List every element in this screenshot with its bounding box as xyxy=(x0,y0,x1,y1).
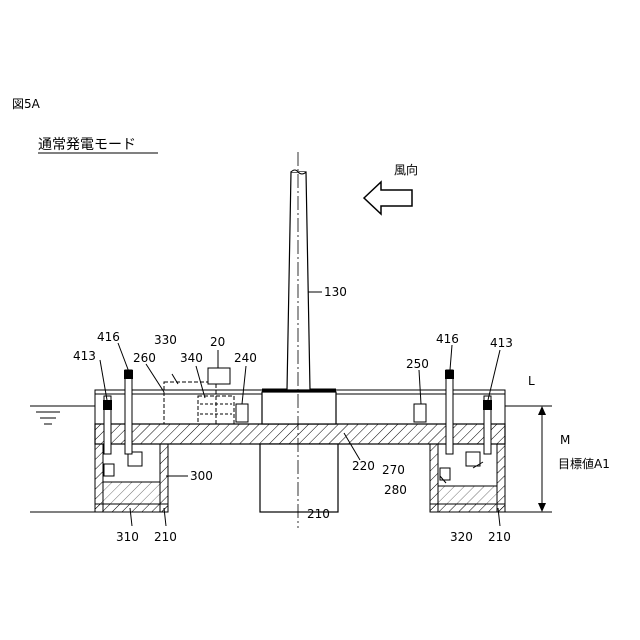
label-210-right: 210 xyxy=(488,530,511,544)
target-value-label: 目標値A1 xyxy=(558,456,610,471)
label-330: 330 xyxy=(154,333,177,347)
draft-arrow-top xyxy=(538,406,546,415)
sensor-240 xyxy=(236,404,248,422)
left-tank-wall-right xyxy=(160,444,168,512)
wind-direction-arrow xyxy=(364,182,412,214)
right-tank-pump xyxy=(466,452,480,466)
right-tank-wall-right xyxy=(497,444,505,512)
label-320: 320 xyxy=(450,530,473,544)
label-270: 270 xyxy=(382,463,405,477)
label-210-left: 210 xyxy=(154,530,177,544)
right-pipe-413-valve xyxy=(483,400,492,410)
left-pipe-416 xyxy=(125,370,132,454)
right-tank-wall-left xyxy=(430,444,438,512)
label-340: 340 xyxy=(180,351,203,365)
label-260: 260 xyxy=(133,351,156,365)
left-tank-water xyxy=(103,482,160,504)
left-tank-sensor xyxy=(104,464,114,476)
level-label-L: L xyxy=(528,374,535,388)
figure-label: 図5A xyxy=(12,97,41,111)
label-300: 300 xyxy=(190,469,213,483)
central-column xyxy=(260,444,338,512)
right-pipe-416-cap xyxy=(445,370,454,379)
label-416-left: 416 xyxy=(97,330,120,344)
label-310: 310 xyxy=(116,530,139,544)
label-130: 130 xyxy=(324,285,347,299)
generator-20 xyxy=(208,368,230,384)
tower-base xyxy=(262,392,336,424)
label-280: 280 xyxy=(384,483,407,497)
left-tank-wall-bottom xyxy=(95,504,168,512)
label-413-left: 413 xyxy=(73,349,96,363)
left-tank-wall-left xyxy=(95,444,103,512)
right-pipe-416 xyxy=(446,370,453,454)
right-tank-wall-bottom xyxy=(430,504,505,512)
label-210-center: 210 xyxy=(307,507,330,521)
right-tank-water xyxy=(438,486,497,504)
label-20: 20 xyxy=(210,335,225,349)
label-250: 250 xyxy=(406,357,429,371)
draft-arrow-bottom xyxy=(538,503,546,512)
sensor-250 xyxy=(414,404,426,422)
label-416-right: 416 xyxy=(436,332,459,346)
label-220: 220 xyxy=(352,459,375,473)
tower-130 xyxy=(287,172,310,390)
box-330-dashed xyxy=(164,382,216,424)
left-pipe-413-valve xyxy=(103,400,112,410)
label-240: 240 xyxy=(234,351,257,365)
mode-title: 通常発電モード xyxy=(38,137,136,153)
label-413-right: 413 xyxy=(490,336,513,350)
platform-220 xyxy=(95,424,505,444)
wind-direction-label: 風向 xyxy=(394,162,418,177)
draft-label-M: M xyxy=(560,433,570,447)
